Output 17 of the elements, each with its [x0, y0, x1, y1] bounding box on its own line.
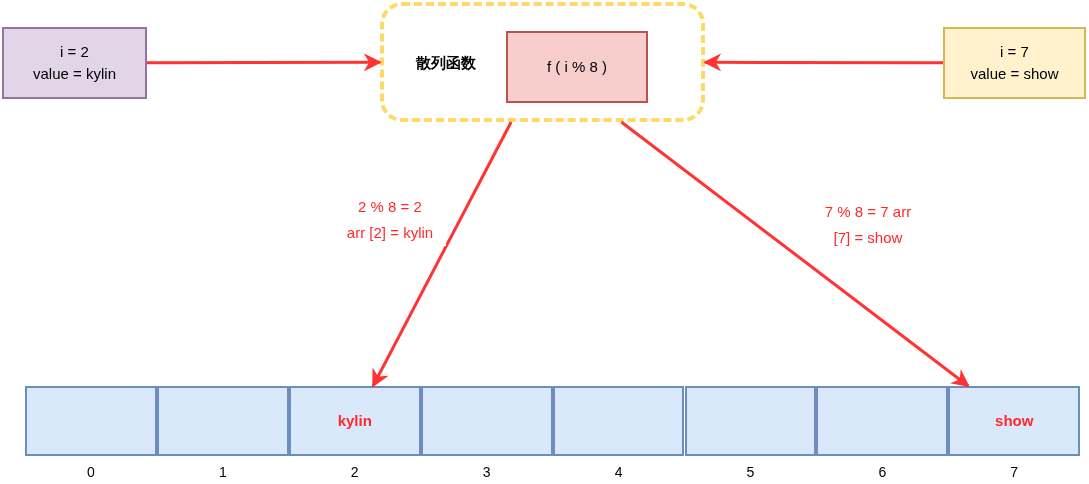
- input-box: i = 7 value = show: [943, 27, 1086, 99]
- input-box: i = 2 value = kylin: [2, 27, 147, 99]
- function-box: f ( i % 8 ): [506, 31, 648, 103]
- arrow: [147, 53, 382, 72]
- index-label: 5: [745, 463, 756, 482]
- arrow: [703, 53, 943, 72]
- index-label: 4: [613, 463, 624, 482]
- index-label: 7: [1009, 463, 1020, 482]
- arrow: [371, 121, 513, 388]
- hash-function-group: [380, 2, 705, 122]
- index-label: 0: [86, 463, 96, 482]
- group-title: 散列函数: [416, 53, 476, 73]
- arrow: [620, 120, 970, 388]
- index-label: 2: [349, 463, 360, 482]
- index-label: 3: [481, 463, 492, 482]
- index-label: 6: [877, 463, 888, 482]
- index-label: 1: [217, 463, 228, 482]
